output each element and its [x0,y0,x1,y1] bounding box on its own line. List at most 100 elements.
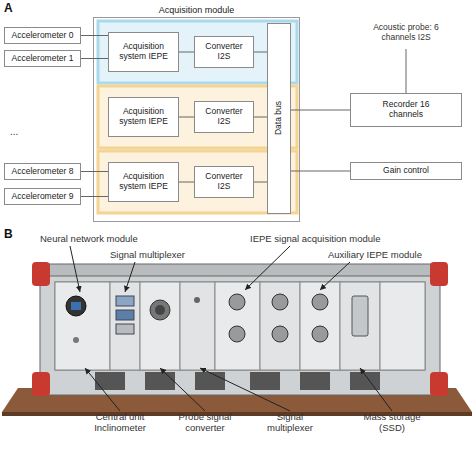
connector-line [81,58,108,59]
callout-label: Probe signal converter [172,412,238,434]
connector-line [81,35,108,36]
corner-bumper [430,262,448,286]
connector-line [291,110,350,111]
module-panel [55,282,110,370]
front-panel [55,282,425,370]
acquisition-box: Acquisition system IEPE [108,162,179,202]
node-text: Accelerometer 0 [12,31,74,41]
leader-line [245,246,290,290]
module-panel [340,282,380,370]
device-body [40,270,440,395]
module-handle [250,372,280,390]
corner-bumper [32,372,50,396]
bnc-connector [272,294,288,310]
bnc-connector [312,294,328,310]
recorder-box: Recorder 16 channels [350,93,462,127]
module-panel [215,282,260,370]
module-handle [300,372,330,390]
connector-line [291,171,350,172]
bnc-connector [272,326,288,342]
corner-bumper [430,372,448,396]
connector-line [179,117,194,118]
acquisition-box: Acquisition system IEPE [108,97,179,137]
node-text: Accelerometer 9 [12,192,74,202]
node-text: Acquisition system IEPE [116,107,172,127]
sensor-box: Accelerometer 1 [4,50,81,67]
control-box: Gain control [350,162,462,180]
node-text: Acquisition system IEPE [116,172,172,192]
module-frame: Acquisition moduleAcquisition system IEP… [93,17,300,222]
usb-connector [66,296,86,316]
connector-line [254,52,267,53]
connector-line [254,182,267,183]
callout-label: Signal multiplexer [110,250,220,261]
leader-line [85,368,120,411]
sensor-box: Accelerometer 8 [4,163,81,180]
node-text: Accelerometer 1 [12,54,74,64]
converter-box: Converter I2S [194,36,254,68]
callout-label: Signal multiplexer [259,412,321,434]
probe-connector-pin [155,305,165,315]
acquisition-box: Acquisition system IEPE [108,32,179,72]
module-panel [140,282,180,370]
callout-label: Central unit Inclinometer [88,412,152,434]
bnc-connector [229,294,245,310]
node-text: Data bus [274,101,284,135]
module-handle [195,372,225,390]
node-text: Converter I2S [201,172,247,192]
module-heading: Acquisition module [94,5,299,15]
ssd-slot [352,296,368,336]
corner-bumper [32,262,50,286]
ellipsis: ... [10,126,40,138]
module-panel [300,282,340,370]
converter-box: Converter I2S [194,101,254,133]
callout-label: Mass storage (SSD) [357,412,427,434]
callout-label: Neural network module [40,234,170,245]
device-rim [40,264,440,276]
indicator [194,297,200,303]
bnc-connector [312,326,328,342]
callout-label: Auxiliary IEPE module [328,250,458,261]
probe-connector [150,300,170,320]
module-panel [180,282,215,370]
bnc-connector [229,326,245,342]
callout-label: IEPE signal acquisition module [250,234,410,245]
leader-line [320,262,350,290]
module-panel [110,282,140,370]
module-handle [145,372,175,390]
module-panel [380,282,425,370]
node-text: Converter I2S [201,107,247,127]
sensor-box: Accelerometer 0 [4,27,81,44]
module-handle [95,372,125,390]
node-text: Gain control [383,166,429,176]
screw [73,337,79,343]
probe-label: Acoustic probe: 6 channels I2S [370,23,442,43]
node-text: Recorder 16 channels [376,100,436,120]
data-bus: Data bus [267,23,291,214]
converter-box: Converter I2S [194,166,254,198]
connector-line [179,182,194,183]
leader-line [160,368,205,411]
node-text: Acquisition system IEPE [116,42,172,62]
leader-line [360,368,392,411]
probe-wire [406,49,407,93]
module-panel [260,282,300,370]
connector-line [254,117,267,118]
usb-port [71,302,81,310]
connector-line [179,52,194,53]
leader-line [125,262,135,292]
panel-letter: A [4,2,20,16]
node-text: Converter I2S [201,42,247,62]
connector-line [81,196,108,197]
panel-letter: B [4,228,20,242]
leader-line [200,368,290,411]
network-port [116,310,134,320]
connector-line [81,171,108,172]
network-port [116,324,134,334]
leader-line [70,246,80,292]
network-port [116,296,134,306]
